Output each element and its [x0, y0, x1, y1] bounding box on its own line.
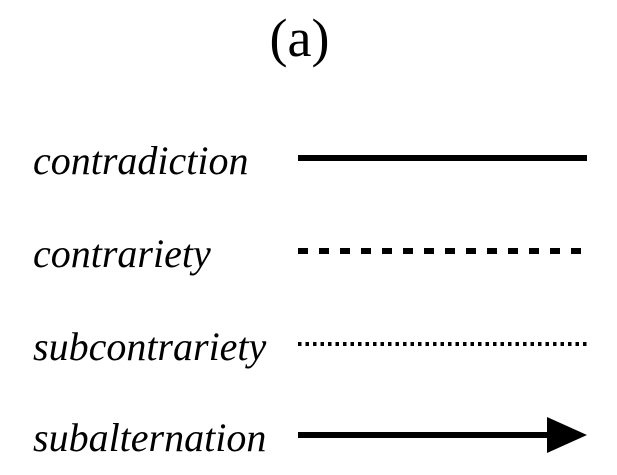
legend-label-contradiction: contradiction — [33, 138, 249, 183]
figure-title-text: (a) — [269, 8, 330, 68]
solid-line-sample — [298, 155, 587, 161]
legend-label-contrariety: contrariety — [33, 231, 211, 276]
right-arrow-icon — [298, 417, 587, 453]
arrow-line-sample — [298, 415, 587, 455]
figure-title: (a) — [0, 6, 608, 71]
legend-row-subcontrariety: subcontrariety — [0, 319, 617, 369]
legend-label-subcontrariety: subcontrariety — [33, 324, 267, 369]
dotted-line-sample — [298, 342, 587, 346]
legend-row-subalternation: subalternation — [0, 410, 617, 460]
legend-row-contrariety: contrariety — [0, 226, 617, 276]
legend-label-subalternation: subalternation — [33, 415, 267, 460]
dashed-line-sample — [298, 248, 582, 254]
legend-row-contradiction: contradiction — [0, 133, 617, 183]
